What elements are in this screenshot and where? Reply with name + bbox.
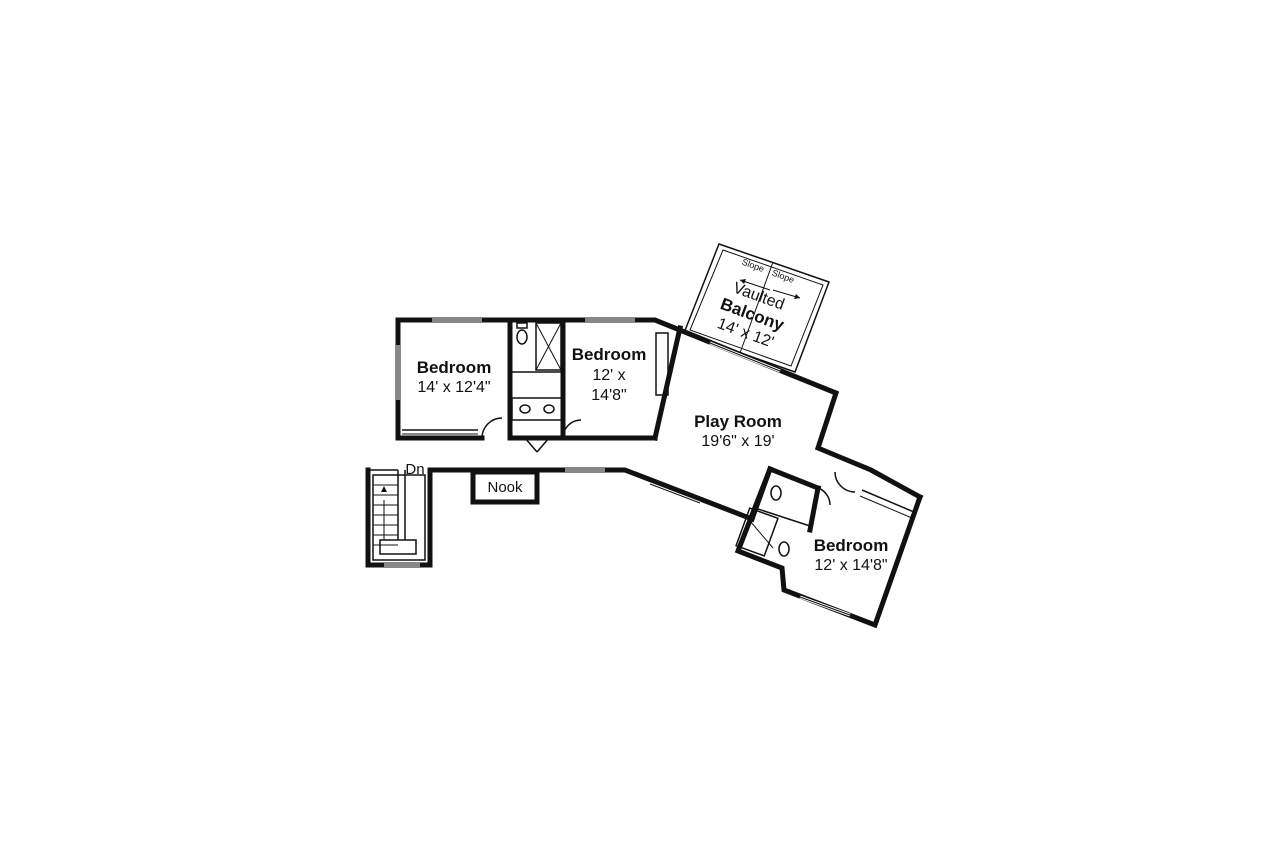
balcony-outline [683,243,830,373]
stairs-label: Dn [405,461,424,478]
playroom-name: Play Room [694,412,782,431]
bedroom2-name: Bedroom [572,345,647,364]
bedroom1-name: Bedroom [417,358,492,377]
nook [470,469,540,505]
bedroom3-name: Bedroom [814,536,889,555]
playroom-size: 19'6" x 19' [701,433,774,450]
interior-walls [395,317,915,557]
bedroom1-size: 14' x 12'4" [417,379,490,396]
slope-label-right: Slope [771,268,796,285]
bedroom2-size-line1: 12' x [592,367,625,384]
bedroom3-size: 12' x 14'8" [814,557,887,574]
slope-arrows [739,279,801,299]
bedroom2-size-line2: 14'8" [591,387,626,404]
stairs [372,470,426,561]
nook-label: Nook [487,479,523,496]
windows [384,318,851,617]
